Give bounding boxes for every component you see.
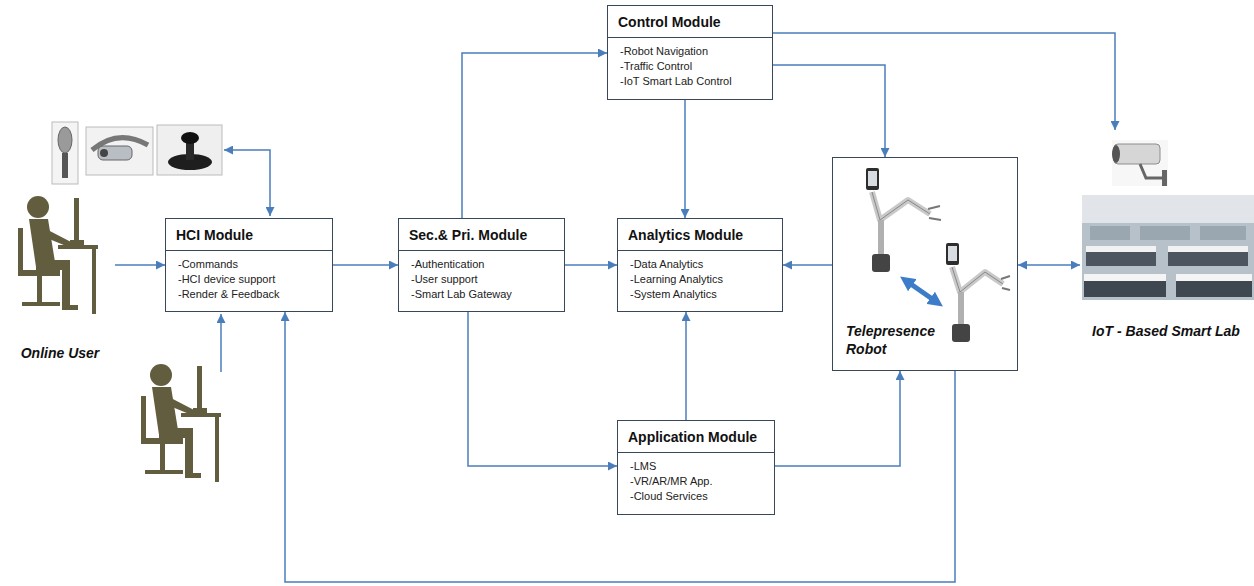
node-caption: Telepresence Robot — [846, 322, 946, 358]
function-item: -Authentication — [411, 257, 552, 272]
module-body: -LMS-VR/AR/MR App.-Cloud Services — [618, 453, 774, 510]
flow-arrow — [783, 264, 832, 266]
user-node: Online User — [5, 188, 115, 362]
function-item: -HCI device support — [178, 272, 320, 287]
function-item: -Smart Lab Gateway — [411, 287, 552, 302]
user-figure — [141, 364, 221, 482]
headset-icon — [86, 127, 153, 175]
smart-lab-node: IoT - Based Smart Lab — [1080, 130, 1252, 340]
flow-arrow — [775, 371, 900, 466]
module-body: -Robot Navigation-Traffic Control-IoT Sm… — [608, 38, 772, 95]
module-body: -Data Analytics-Learning Analytics-Syste… — [618, 251, 782, 308]
function-item: -VR/AR/MR App. — [630, 474, 762, 489]
node-caption: IoT - Based Smart Lab — [1090, 322, 1242, 340]
function-item: -Data Analytics — [630, 257, 770, 272]
module-box: Control Module-Robot Navigation-Traffic … — [607, 5, 773, 100]
function-item: -System Analytics — [630, 287, 770, 302]
flow-arrow — [685, 312, 687, 420]
flow-arrow — [773, 33, 1115, 130]
function-item: -IoT Smart Lab Control — [620, 74, 760, 89]
module-title: HCI Module — [166, 219, 332, 251]
joystick-icon — [157, 125, 222, 175]
flow-arrow — [684, 100, 686, 218]
flow-arrow — [333, 264, 398, 266]
module-title: Application Module — [618, 421, 774, 453]
flow-arrow — [462, 53, 607, 218]
module-box: Analytics Module-Data Analytics-Learning… — [617, 218, 783, 312]
camera-icon — [1112, 140, 1168, 186]
robot-figure — [946, 243, 1010, 342]
user-link — [220, 314, 222, 372]
function-item: -Render & Feedback — [178, 287, 320, 302]
function-item: -User support — [411, 272, 552, 287]
device-link — [224, 150, 270, 216]
robot-exchange-arrow — [905, 280, 938, 303]
module-box: Application Module-LMS-VR/AR/MR App.-Clo… — [617, 420, 775, 515]
function-item: -Cloud Services — [630, 489, 762, 504]
function-item: -Commands — [178, 257, 320, 272]
flow-arrow — [565, 264, 617, 266]
flow-arrow — [285, 312, 955, 582]
robot-figure — [866, 168, 941, 272]
node-caption: Online User — [19, 344, 102, 362]
flow-arrow — [1018, 264, 1080, 266]
user-figure — [18, 196, 98, 314]
module-title: Control Module — [608, 6, 772, 38]
module-title: Analytics Module — [618, 219, 782, 251]
microphone-icon — [52, 122, 78, 184]
smart-lab-photo — [1082, 195, 1254, 300]
module-title: Sec.& Pri. Module — [399, 219, 564, 251]
flow-arrow — [773, 65, 885, 157]
robot-box: Telepresence Robot — [832, 157, 1018, 371]
module-box: HCI Module-Commands-HCI device support-R… — [165, 218, 333, 312]
function-item: -LMS — [630, 459, 762, 474]
flow-arrow — [468, 312, 617, 466]
function-item: -Robot Navigation — [620, 44, 760, 59]
function-item: -Learning Analytics — [630, 272, 770, 287]
module-body: -Commands-HCI device support-Render & Fe… — [166, 251, 332, 308]
flow-arrow — [115, 264, 165, 266]
function-item: -Traffic Control — [620, 59, 760, 74]
module-box: Sec.& Pri. Module-Authentication-User su… — [398, 218, 565, 312]
module-body: -Authentication-User support-Smart Lab G… — [399, 251, 564, 308]
